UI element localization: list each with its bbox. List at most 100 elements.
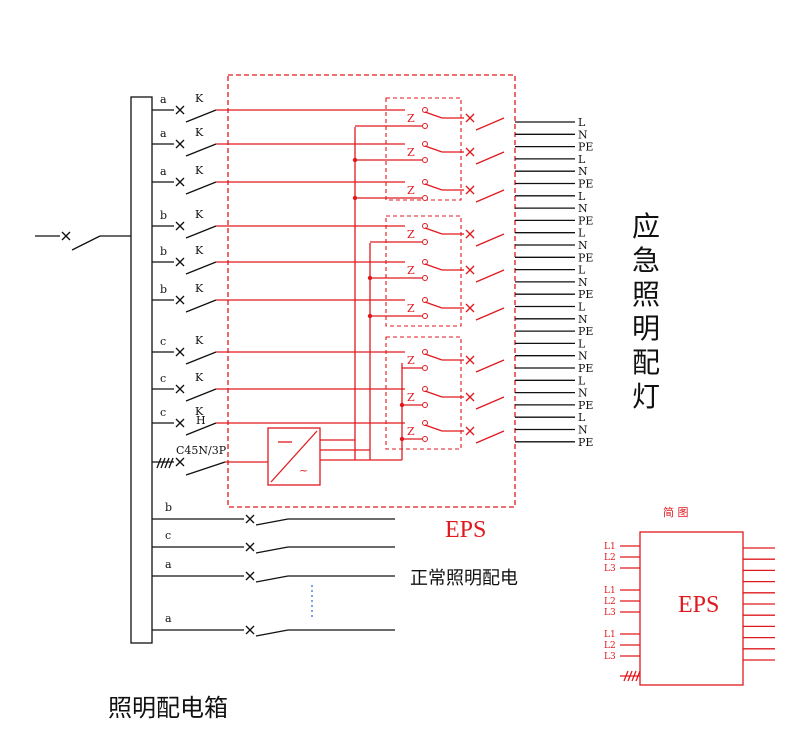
feeder-phase-label: b bbox=[165, 501, 172, 514]
branch-breaker-icon bbox=[175, 257, 185, 267]
simple-phase-label: L1 bbox=[604, 542, 616, 552]
contact-terminal bbox=[422, 157, 428, 163]
cross-stroke bbox=[175, 418, 185, 428]
conductor-label-pe: PE bbox=[578, 436, 593, 449]
contact-terminal bbox=[422, 239, 428, 245]
feeder-breaker-icon bbox=[245, 514, 255, 524]
branch-breaker-icon bbox=[175, 295, 185, 305]
cross-stroke bbox=[175, 257, 185, 267]
busbar bbox=[130, 96, 153, 644]
simple-diagram-title: 简 图 bbox=[663, 505, 689, 519]
contact-terminal bbox=[422, 141, 428, 147]
hatch-stroke bbox=[156, 457, 162, 469]
contact-terminal bbox=[422, 365, 428, 371]
simple-hatch-icon bbox=[623, 670, 641, 682]
branch-breaker-icon bbox=[175, 384, 185, 394]
transfer-switch-z-label: Z bbox=[407, 112, 415, 125]
contact-terminal bbox=[422, 420, 428, 426]
emergency-title-char: 配 bbox=[632, 346, 660, 379]
hatch-stroke bbox=[168, 457, 174, 469]
transfer-switch-z-label: Z bbox=[407, 146, 415, 159]
conductor-label-l: L bbox=[578, 301, 586, 314]
switch-group-box-2 bbox=[385, 215, 462, 327]
simple-phase-label: L2 bbox=[604, 641, 616, 651]
emergency-branch-5: b K Z bbox=[152, 244, 505, 283]
emergency-title-char: 急 bbox=[632, 244, 660, 277]
phase-label: b bbox=[160, 245, 167, 258]
emergency-title-char: 照 bbox=[632, 278, 660, 311]
output-breaker-icon bbox=[465, 113, 475, 123]
cross-stroke bbox=[465, 229, 475, 239]
breaker-model-label: C45N/3P bbox=[176, 444, 227, 457]
conductor-label-n: N bbox=[578, 313, 588, 326]
hatch-stroke bbox=[160, 457, 166, 469]
conductor-label-n: N bbox=[578, 202, 588, 215]
output-breaker-icon bbox=[465, 147, 475, 157]
transfer-switch-blade bbox=[424, 424, 443, 432]
transfer-switch-blade bbox=[424, 227, 443, 235]
transfer-switch-z-label: Z bbox=[407, 264, 415, 277]
feeder-switch-blade bbox=[255, 546, 289, 554]
normal-feeder-4: a bbox=[152, 612, 395, 637]
switch-k-label: K bbox=[195, 92, 204, 105]
conductor-label-l: L bbox=[578, 190, 586, 203]
transfer-switch-z-label: Z bbox=[407, 302, 415, 315]
conductor-label-l: L bbox=[578, 411, 586, 424]
feeder-phase-label: a bbox=[165, 558, 172, 571]
conductor-label-n: N bbox=[578, 239, 588, 252]
phase-label: b bbox=[160, 283, 167, 296]
output-breaker-icon bbox=[465, 303, 475, 313]
branch-breaker-icon bbox=[175, 347, 185, 357]
cross-stroke bbox=[175, 105, 185, 115]
hatch-stroke bbox=[631, 670, 637, 682]
switch-k-label: K bbox=[195, 208, 204, 221]
incoming-switch-blade bbox=[71, 235, 101, 251]
conductor-label-l: L bbox=[578, 153, 586, 166]
output-switch-blade bbox=[475, 359, 505, 373]
phase-label: c bbox=[160, 372, 166, 385]
output-switch-blade bbox=[475, 430, 505, 444]
simple-eps-box bbox=[639, 531, 744, 686]
phase-label: b bbox=[160, 209, 167, 222]
conductor-label-n: N bbox=[578, 276, 588, 289]
switch-k-label: K bbox=[195, 244, 204, 257]
emergency-branch-4: b K Z bbox=[152, 208, 505, 247]
conductor-label-n: N bbox=[578, 387, 588, 400]
cross-stroke bbox=[465, 426, 475, 436]
conductor-label-l: L bbox=[578, 264, 586, 277]
normal-feeder-1: b bbox=[152, 501, 395, 526]
hatch-stroke bbox=[623, 670, 629, 682]
branch-breaker-icon bbox=[175, 139, 185, 149]
cross-stroke bbox=[175, 347, 185, 357]
output-breaker-icon bbox=[465, 355, 475, 365]
output-switch-blade bbox=[475, 396, 505, 410]
cross-stroke bbox=[465, 265, 475, 275]
conductor-label-l: L bbox=[578, 337, 586, 350]
branch-breaker-icon bbox=[175, 418, 185, 428]
feeder-switch-blade bbox=[255, 518, 289, 526]
emergency-title-char: 灯 bbox=[632, 380, 660, 413]
simple-phase-label: L2 bbox=[604, 597, 616, 607]
branch-breaker-icon bbox=[175, 105, 185, 115]
transfer-switch-z-label: Z bbox=[407, 228, 415, 241]
ac-symbol-icon: ~ bbox=[299, 464, 308, 477]
output-switch-blade bbox=[475, 189, 505, 203]
contact-terminal bbox=[422, 179, 428, 185]
transfer-switch-blade bbox=[424, 301, 443, 309]
transfer-switch-z-label: Z bbox=[407, 391, 415, 404]
feeder-switch-blade bbox=[255, 575, 289, 583]
normal-feeder-3: a bbox=[152, 558, 395, 583]
switch-k-label: K bbox=[195, 334, 204, 347]
eps-label: EPS bbox=[445, 517, 486, 543]
output-breaker-icon bbox=[465, 392, 475, 402]
feeder-breaker-icon bbox=[245, 571, 255, 581]
switch-k-blade bbox=[185, 181, 217, 195]
conductor-label-n: N bbox=[578, 424, 588, 437]
transfer-switch-blade bbox=[424, 145, 443, 153]
